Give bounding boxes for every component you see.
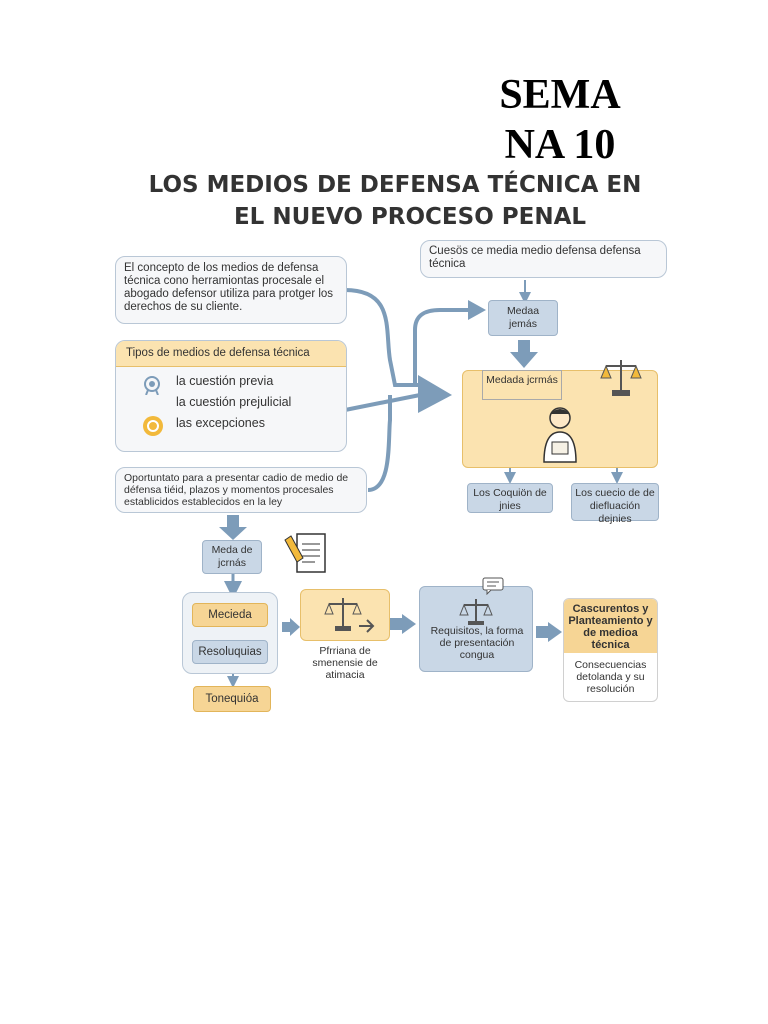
scales-icon (598, 356, 644, 405)
tonequioa-box: Tonequióa (193, 686, 271, 712)
meda-de-box: Meda de jcrnás (202, 540, 262, 574)
tipos-title: Tipos de medios de defensa técnica (116, 341, 346, 367)
tipos-connector (344, 393, 421, 412)
top-right-text: Cuesös ce media medio defensa defensa té… (429, 245, 641, 270)
final-box: Cascurentos y Planteamiento y de medioa … (563, 598, 658, 702)
medal-icon (142, 375, 162, 400)
plataforma-box (300, 589, 390, 641)
center-big-arrowhead (418, 375, 452, 413)
seal-icon (142, 415, 164, 442)
diagram-title-line2: EL NUEVO PROCESO PENAL (233, 204, 587, 230)
oportunidad-connector (367, 395, 392, 492)
tipos-box: Tipos de medios de defensa técnica la cu… (115, 340, 347, 452)
concept-box: El concepto de los medios de defensa téc… (115, 256, 347, 324)
resoluquias-box: Resoluquias (192, 640, 268, 664)
scales-icon-2 (458, 593, 506, 632)
final-subtitle: Consecuencias detolanda y su resolución (574, 659, 647, 695)
cuecio-box: Los cuecio de de diefluación dejnies (571, 483, 659, 525)
concept-text: El concepto de los medios de defensa téc… (124, 262, 334, 313)
week-heading: SEMA NA 10 (470, 70, 650, 170)
mecieda-box: Mecieda (192, 603, 268, 627)
week-heading-line1: SEMA (499, 72, 621, 118)
requisitos-text: Requisitos, la forma de presentación con… (430, 625, 524, 661)
top-right-box: Cuesös ce media medio defensa defensa té… (420, 240, 667, 278)
medaa-box: Medaa jemás (488, 300, 558, 336)
requisitos-box: Requisitos, la forma de presentación con… (419, 577, 533, 672)
mendada-box: Medada jcrmás (482, 370, 562, 400)
document-pen-icon (283, 532, 331, 581)
lawyer-icon (540, 404, 580, 471)
final-title: Cascurentos y Planteamiento y de medioa … (564, 599, 657, 653)
plataforma-text: Pfrriana de smenensie de atimacia (312, 645, 378, 681)
oportunidad-text: Oportuntato para a presentar cadio de me… (124, 472, 349, 508)
week-heading-line2: NA 10 (504, 122, 616, 168)
tipo-item-2: la cuestión prejulicial (176, 395, 292, 409)
coquion-box: Los Coquiön de jnies (467, 483, 553, 513)
gavel-scales-icon (323, 594, 379, 643)
diagram-title-line1: LOS MEDIOS DE DEFENSA TÉCNICA EN (148, 172, 642, 198)
tipo-item-3: las excepciones (176, 416, 265, 430)
oportunidad-box: Oportuntato para a presentar cadio de me… (115, 467, 367, 513)
tipo-item-1: la cuestión previa (176, 374, 274, 388)
concept-connector (344, 288, 418, 387)
chat-icon (482, 577, 504, 600)
